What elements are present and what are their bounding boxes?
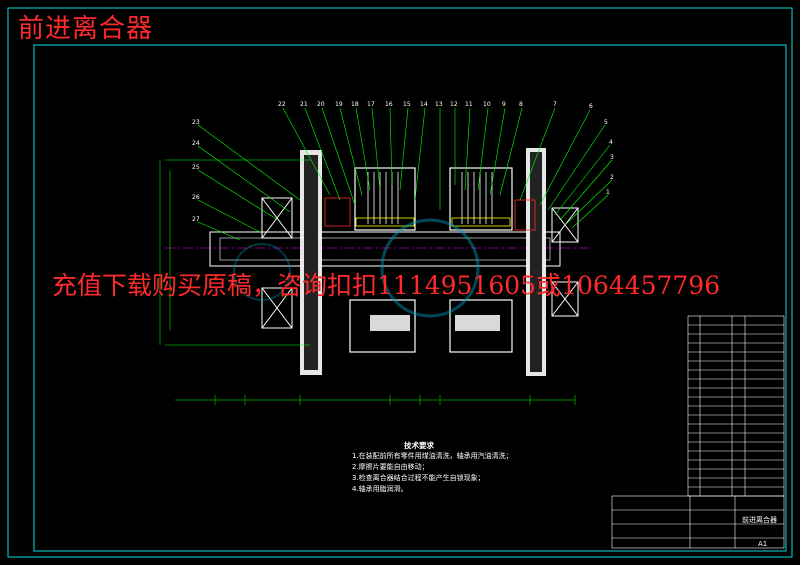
notes-item: 4.轴承用脂润滑。 bbox=[352, 485, 408, 493]
outer-frame bbox=[7, 7, 793, 558]
title-block-sheet: A1 bbox=[758, 540, 767, 548]
callout-label: 2 bbox=[610, 174, 614, 181]
callout-label: 18 bbox=[351, 101, 359, 108]
callout-label: 15 bbox=[403, 101, 411, 108]
callout-label: 10 bbox=[483, 101, 491, 108]
assembly-drawing bbox=[165, 148, 590, 376]
callout-label: 5 bbox=[604, 119, 608, 126]
notes-item: 1.在装配前所有零件用煤油清洗，轴承用汽油清洗； bbox=[352, 452, 513, 460]
callout-label: 4 bbox=[609, 139, 613, 146]
leader-lines bbox=[197, 107, 613, 241]
callout-label: 14 bbox=[420, 101, 428, 108]
watermark-text: 充值下载购买原稿，咨询扣扣1114951605或1064457796 bbox=[52, 271, 721, 300]
callout-label: 9 bbox=[502, 101, 506, 108]
callout-label: 25 bbox=[192, 164, 200, 171]
callout-label: 20 bbox=[317, 101, 325, 108]
callout-label: 26 bbox=[192, 194, 200, 201]
callout-label: 3 bbox=[610, 154, 614, 161]
callout-label: 19 bbox=[335, 101, 343, 108]
page-title: 前进离合器 bbox=[18, 14, 154, 44]
technical-notes: 技术要求 1.在装配前所有零件用煤油清洗，轴承用汽油清洗； 2.摩擦片要能自由移… bbox=[352, 440, 513, 495]
title-block bbox=[611, 495, 785, 549]
dimension-lines bbox=[159, 159, 576, 405]
notes-item: 3.检查离合器结合过程不能产生自锁现象； bbox=[352, 474, 485, 482]
callout-label: 12 bbox=[450, 101, 458, 108]
callout-label: 11 bbox=[465, 101, 473, 108]
parts-list bbox=[687, 315, 785, 497]
callout-label: 1 bbox=[606, 189, 610, 196]
callout-label: 7 bbox=[553, 101, 557, 108]
callout-label: 22 bbox=[278, 101, 286, 108]
callout-label: 6 bbox=[589, 103, 593, 110]
callout-label: 27 bbox=[192, 216, 200, 223]
callout-label: 17 bbox=[367, 101, 375, 108]
callouts: 22 21 20 19 18 17 16 15 14 13 12 11 10 9… bbox=[192, 101, 614, 223]
callout-label: 13 bbox=[435, 101, 443, 108]
notes-item: 2.摩擦片要能自由移动； bbox=[352, 463, 429, 471]
inner-frame bbox=[33, 44, 787, 552]
callout-label: 21 bbox=[300, 101, 308, 108]
callout-label: 8 bbox=[519, 101, 523, 108]
callout-label: 24 bbox=[192, 140, 200, 147]
callout-label: 23 bbox=[192, 119, 200, 126]
title-block-name: 前进离合器 bbox=[742, 515, 777, 524]
notes-heading: 技术要求 bbox=[404, 441, 434, 450]
callout-label: 16 bbox=[385, 101, 393, 108]
